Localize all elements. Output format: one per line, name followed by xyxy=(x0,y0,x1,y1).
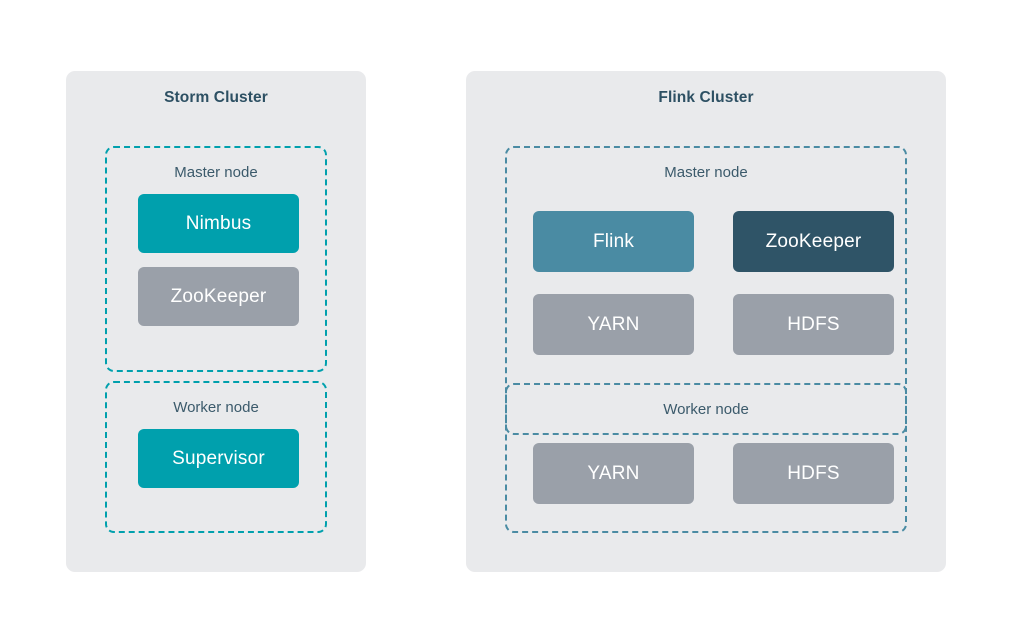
cluster-title-storm: Storm Cluster xyxy=(164,89,268,106)
cluster-panel-storm: Storm Cluster Master node Nimbus ZooKeep… xyxy=(66,71,366,572)
service-box-flink[interactable]: Flink xyxy=(533,211,694,272)
cluster-panel-flink: Flink Cluster Master node Flink ZooKeepe… xyxy=(466,71,946,572)
cluster-title-flink: Flink Cluster xyxy=(658,89,754,106)
node-group-label-storm-worker: Worker node xyxy=(173,399,259,416)
service-box-nimbus[interactable]: Nimbus xyxy=(138,194,299,253)
service-box-zookeeper-flink-master[interactable]: ZooKeeper xyxy=(733,211,894,272)
service-box-hdfs-flink-worker[interactable]: HDFS xyxy=(733,443,894,504)
service-box-yarn-flink-worker[interactable]: YARN xyxy=(533,443,694,504)
node-group-flink-master: Master node Flink ZooKeeper YARN HDFS xyxy=(505,146,907,435)
service-box-zookeeper-storm-master[interactable]: ZooKeeper xyxy=(138,267,299,326)
node-group-label-flink-master: Master node xyxy=(664,164,748,181)
node-group-label-storm-master: Master node xyxy=(174,164,258,181)
node-group-label-flink-worker: Worker node xyxy=(663,401,749,418)
service-box-hdfs-flink-master[interactable]: HDFS xyxy=(733,294,894,355)
service-box-supervisor[interactable]: Supervisor xyxy=(138,429,299,488)
node-group-storm-worker: Worker node Supervisor xyxy=(105,381,327,533)
node-group-flink-worker: Worker node YARN HDFS xyxy=(505,383,907,533)
service-box-yarn-flink-master[interactable]: YARN xyxy=(533,294,694,355)
node-group-storm-master: Master node Nimbus ZooKeeper xyxy=(105,146,327,372)
